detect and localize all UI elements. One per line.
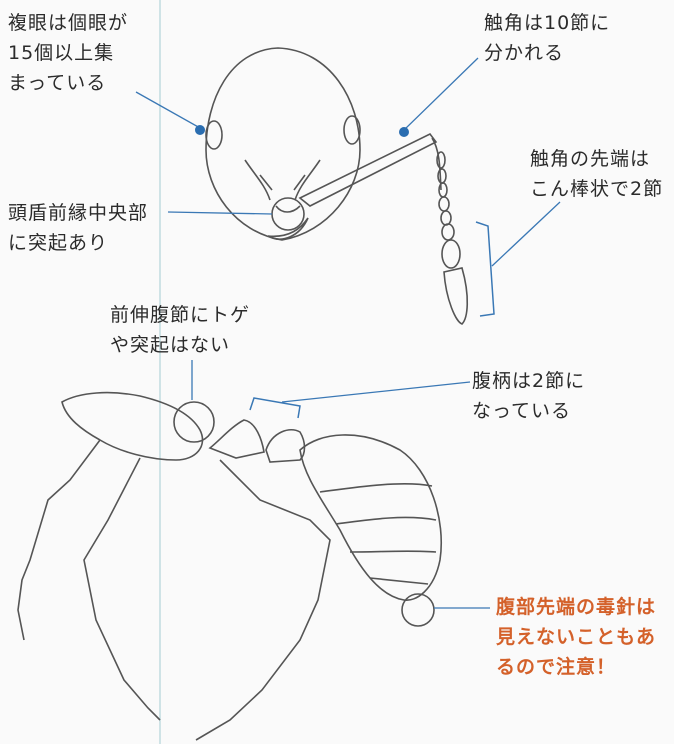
label-line: に突起あり bbox=[8, 228, 148, 258]
label-clypeus: 頭盾前縁中央部 に突起あり bbox=[8, 198, 148, 258]
label-line: 複眼は個眼が bbox=[8, 8, 128, 38]
front-leg bbox=[18, 440, 100, 640]
label-line: 腹柄は2節に bbox=[472, 366, 585, 396]
clypeus-circle bbox=[272, 198, 304, 230]
middle-leg bbox=[84, 458, 160, 720]
label-line: 頭盾前縁中央部 bbox=[8, 198, 148, 228]
label-line: なっている bbox=[472, 396, 585, 426]
label-line: こん棒状で2節 bbox=[530, 174, 663, 204]
postpetiole-node bbox=[266, 430, 305, 462]
label-line: 触角の先端は bbox=[530, 144, 663, 174]
sting-circle bbox=[402, 594, 434, 626]
label-line: 前伸腹節にトゲ bbox=[110, 300, 250, 330]
hind-leg bbox=[196, 460, 330, 740]
label-line: や突起はない bbox=[110, 330, 250, 360]
leader-antenna-tip bbox=[492, 202, 560, 266]
leader-clypeus bbox=[168, 212, 272, 214]
ant-head-front bbox=[206, 48, 467, 324]
label-petiole: 腹柄は2節に なっている bbox=[472, 366, 585, 426]
leader-antenna-segments bbox=[404, 58, 478, 130]
label-line: 15個以上集 bbox=[8, 38, 128, 68]
label-compound-eye: 複眼は個眼が 15個以上集 まっている bbox=[8, 8, 128, 98]
label-line: 腹部先端の毒針は bbox=[496, 592, 656, 622]
label-line: るので注意！ bbox=[496, 652, 656, 682]
dot-compound-eye bbox=[195, 125, 205, 135]
mesosoma bbox=[62, 393, 203, 460]
label-sting-warning: 腹部先端の毒針は 見えないこともあ るので注意！ bbox=[496, 592, 656, 682]
label-line: 触角は10節に bbox=[484, 8, 610, 38]
antenna-tip-bracket bbox=[476, 222, 494, 316]
antenna-club-2 bbox=[444, 268, 467, 324]
petiole-node bbox=[210, 420, 264, 458]
label-antenna-segments: 触角は10節に 分かれる bbox=[484, 8, 610, 68]
label-antenna-tip: 触角の先端は こん棒状で2節 bbox=[530, 144, 663, 204]
antenna-scape bbox=[300, 134, 436, 206]
label-line: 見えないこともあ bbox=[496, 622, 656, 652]
dot-antenna bbox=[399, 127, 409, 137]
label-line: まっている bbox=[8, 68, 128, 98]
leader-petiole bbox=[282, 382, 470, 402]
label-propodeum: 前伸腹節にトゲ や突起はない bbox=[110, 300, 250, 360]
compound-eye-left bbox=[206, 121, 222, 149]
antenna-club-1 bbox=[442, 240, 460, 268]
label-line: 分かれる bbox=[484, 38, 610, 68]
compound-eye-right bbox=[344, 116, 360, 144]
ant-body-lateral bbox=[18, 393, 441, 740]
leader-compound-eye bbox=[136, 92, 200, 128]
